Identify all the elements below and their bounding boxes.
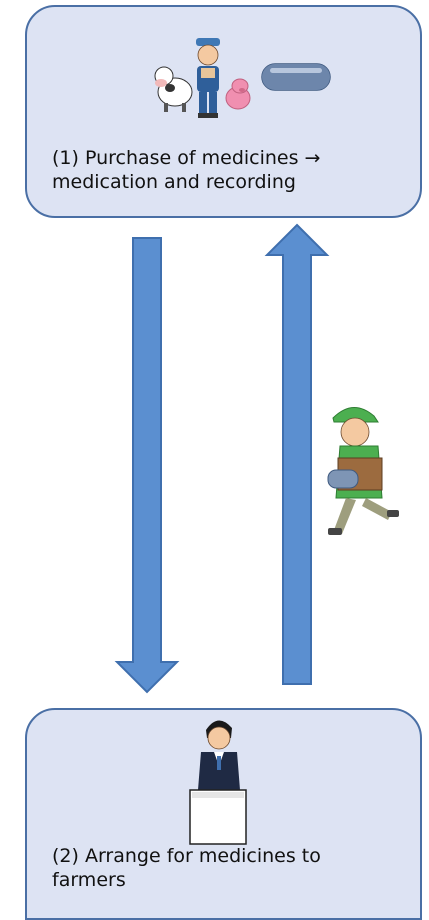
step1-line1: (1) Purchase of medicines → [52, 146, 320, 170]
arrow-up-icon [267, 225, 327, 684]
arrow-down-icon [117, 238, 177, 692]
step1-label: (1) Purchase of medicines → medication a… [52, 146, 320, 194]
capsule-icon [262, 64, 330, 90]
step2-line2: farmers [52, 868, 321, 892]
presenter-at-podium-icon [190, 720, 246, 844]
step2-line1: (2) Arrange for medicines to [52, 844, 321, 868]
delivery-courier-icon [328, 407, 399, 535]
step2-label: (2) Arrange for medicines to farmers [52, 844, 321, 892]
step1-line2: medication and recording [52, 170, 320, 194]
farmer-with-cow-and-pig-icon [155, 38, 250, 118]
